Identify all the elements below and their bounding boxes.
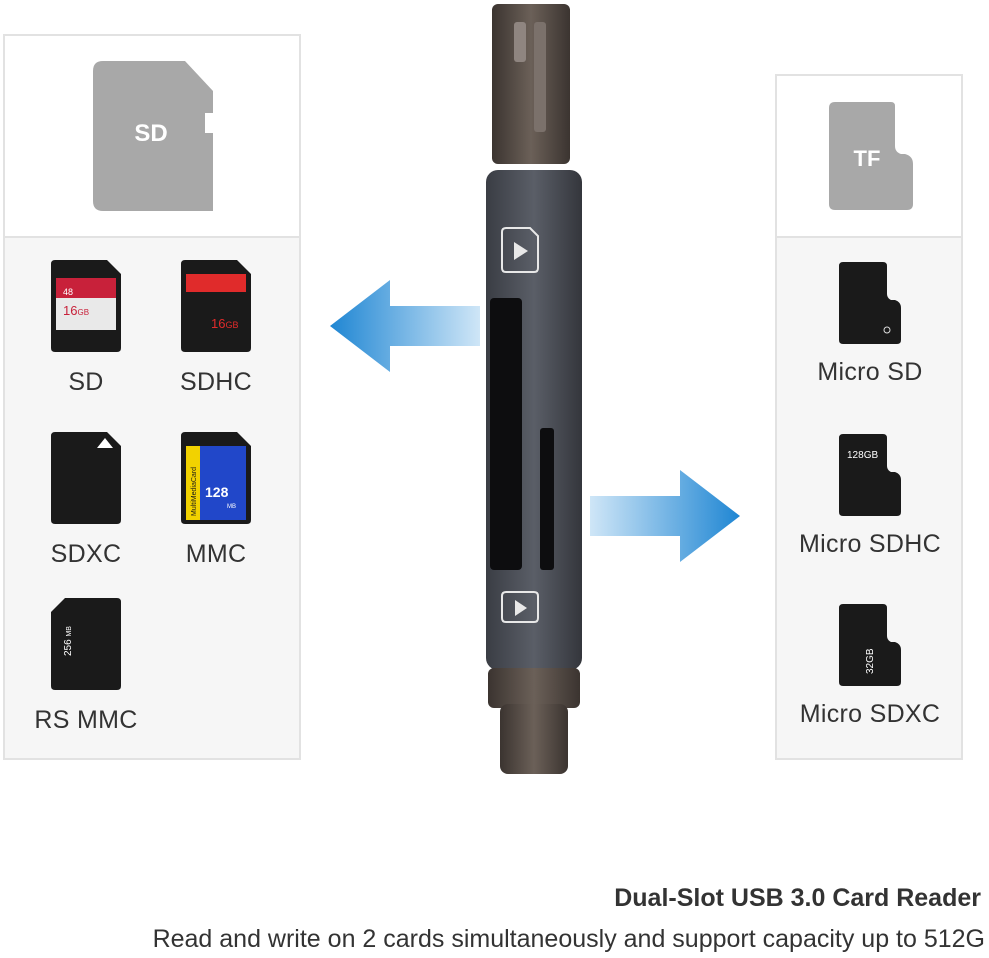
sd-card-icon: 48 16GB — [51, 260, 121, 352]
card-label: MMC — [185, 540, 247, 568]
sdhc-card-icon: 16GB — [181, 260, 251, 352]
svg-text:128GB: 128GB — [847, 450, 878, 461]
product-subtitle: Read and write on 2 cards simultaneously… — [152, 925, 985, 953]
card-label: Micro SDXC — [799, 700, 941, 728]
rs-mmc-card-icon: 256 MB — [51, 598, 121, 690]
tf-card-icon: TF — [829, 102, 913, 210]
card-label: SDHC — [179, 368, 253, 396]
sd-slot — [490, 298, 522, 570]
arrow-right-icon — [590, 470, 740, 562]
micro-sdxc-card-icon: 32GB — [839, 604, 901, 686]
media-play-icon — [501, 227, 539, 273]
card-label: SDXC — [50, 540, 122, 568]
microsd-slot — [540, 428, 554, 570]
card-label: Micro SDHC — [799, 530, 941, 558]
sd-header: SD — [5, 36, 299, 238]
svg-text:16GB: 16GB — [211, 316, 238, 331]
left-card-panel: SD 48 16GB SD 16GB SDHC — [3, 34, 301, 760]
svg-text:256 MB: 256 MB — [63, 626, 74, 656]
card-micro-sdxc: 32GB Micro SDXC — [777, 604, 963, 729]
tf-header: TF — [777, 76, 961, 238]
card-rs-mmc: 256 MB RS MMC — [31, 598, 141, 735]
card-micro-sdhc: 128GB Micro SDHC — [777, 434, 963, 559]
sd-card-icon: SD — [93, 61, 213, 211]
svg-text:32GB: 32GB — [865, 648, 876, 674]
card-sd: 48 16GB SD — [31, 260, 141, 397]
svg-text:48: 48 — [63, 287, 73, 297]
micro-sd-card-icon — [839, 262, 901, 344]
card-sdxc: SDXC — [31, 432, 141, 569]
card-label: SD — [68, 368, 104, 396]
svg-text:MB: MB — [227, 504, 236, 510]
sd-header-label: SD — [134, 120, 167, 147]
right-card-panel: TF Micro SD 128GB Micro SDHC 32GB Micro … — [775, 74, 963, 760]
micro-sdhc-card-icon: 128GB — [839, 434, 901, 516]
usb-a-connector — [492, 4, 570, 164]
svg-text:128: 128 — [205, 484, 229, 500]
card-label: Micro SD — [817, 358, 923, 386]
card-sdhc: 16GB SDHC — [161, 260, 271, 397]
arrow-left-icon — [330, 280, 480, 372]
media-play-icon-bottom — [501, 591, 539, 623]
svg-text:16GB: 16GB — [63, 303, 89, 318]
mmc-card-icon: MultiMediaCard 128 MB — [181, 432, 251, 524]
tf-header-label: TF — [854, 146, 881, 171]
card-reader-device — [478, 0, 590, 780]
product-title: Dual-Slot USB 3.0 Card Reader — [614, 884, 981, 912]
svg-text:MultiMediaCard: MultiMediaCard — [191, 467, 198, 516]
card-label: RS MMC — [34, 706, 138, 734]
sdxc-card-icon — [51, 432, 121, 524]
card-micro-sd: Micro SD — [777, 262, 963, 387]
usb-c-connector — [488, 668, 580, 708]
card-mmc: MultiMediaCard 128 MB MMC — [161, 432, 271, 569]
